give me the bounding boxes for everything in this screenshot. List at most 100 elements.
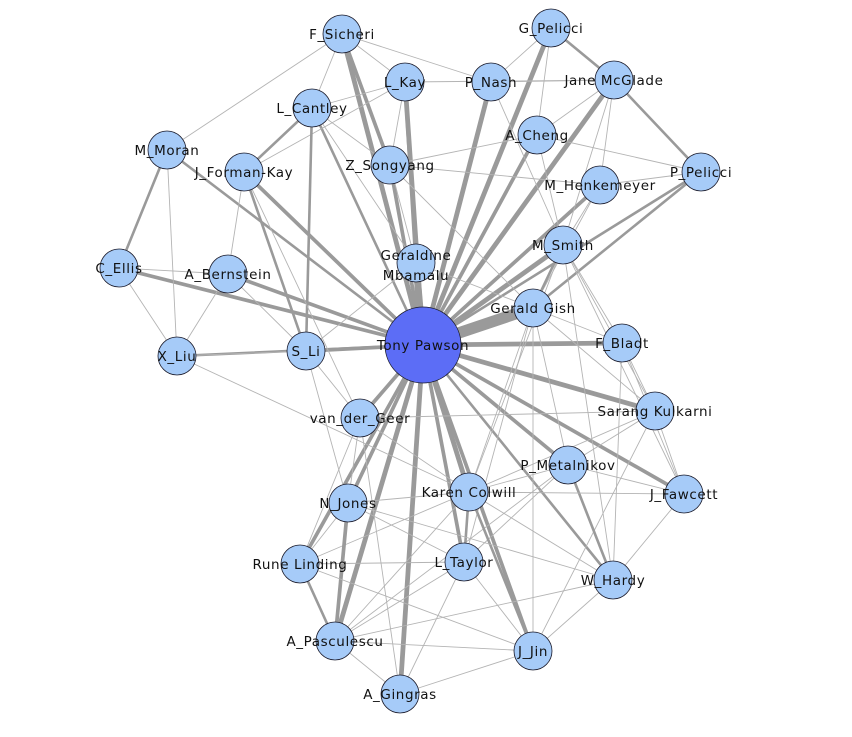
node-pmetalnikov[interactable]: P_Metalnikov bbox=[520, 445, 615, 485]
node-acheng[interactable]: A_Cheng bbox=[505, 115, 569, 155]
node-circle[interactable] bbox=[292, 88, 332, 128]
node-circle[interactable] bbox=[664, 474, 704, 514]
node-circle[interactable] bbox=[517, 115, 557, 155]
edge-fsicheri-pnash bbox=[341, 33, 492, 83]
node-label: L_Taylor bbox=[435, 555, 494, 571]
edge-tony-fsicheri bbox=[339, 31, 426, 348]
node-jjin[interactable]: J_Jin bbox=[513, 631, 553, 671]
edge-lcantley-geraldine bbox=[311, 107, 417, 264]
node-label: P_Metalnikov bbox=[520, 458, 615, 474]
node-circle[interactable] bbox=[471, 62, 511, 102]
edge-gerald-geraldine bbox=[415, 262, 534, 309]
node-circle[interactable] bbox=[513, 288, 553, 328]
node-circle[interactable] bbox=[543, 225, 583, 265]
node-circle[interactable] bbox=[580, 165, 620, 205]
node-circle[interactable] bbox=[384, 306, 462, 384]
node-gerald[interactable]: Gerald Gish bbox=[490, 288, 576, 328]
node-circle[interactable] bbox=[449, 472, 489, 512]
node-circle[interactable] bbox=[208, 254, 248, 294]
node-ltaylor[interactable]: L_Taylor bbox=[435, 542, 494, 582]
node-label: Rune Linding bbox=[253, 557, 348, 573]
edge-jformankay-sli bbox=[242, 170, 308, 353]
edge-msmith-pnash bbox=[490, 81, 564, 246]
node-cellis[interactable]: C_Ellis bbox=[95, 248, 142, 288]
edge-tony-jane bbox=[420, 77, 617, 348]
node-circle[interactable] bbox=[157, 336, 197, 376]
node-apasculescu[interactable]: A_Pasculescu bbox=[286, 621, 383, 661]
node-circle[interactable] bbox=[147, 130, 187, 170]
edge-mhenkemeyer-zsongyang bbox=[389, 164, 601, 186]
node-pnash[interactable]: P_Nash bbox=[465, 62, 517, 102]
edge-pmetalnikov-ltaylor bbox=[463, 464, 569, 563]
node-abernstein[interactable]: A_Bernstein bbox=[185, 254, 272, 294]
node-rune[interactable]: Rune Linding bbox=[253, 544, 348, 584]
node-ppelicci[interactable]: P_Pelicci bbox=[670, 152, 732, 192]
node-label: L_Cantley bbox=[276, 101, 347, 117]
node-label: A_Cheng bbox=[505, 128, 569, 144]
edge-pmetalnikov-whardy bbox=[566, 463, 615, 582]
edge-sli-geraldine bbox=[305, 262, 417, 352]
node-circle[interactable] bbox=[380, 674, 420, 714]
node-circle[interactable] bbox=[340, 398, 380, 438]
node-label: J_Fawcett bbox=[649, 487, 718, 503]
node-mhenkemeyer[interactable]: M_Henkemeyer bbox=[544, 165, 656, 205]
node-label: C_Ellis bbox=[95, 261, 142, 277]
node-lkay[interactable]: L_Kay bbox=[384, 62, 426, 102]
node-msmith[interactable]: M_Smith bbox=[532, 225, 594, 265]
node-zsongyang[interactable]: Z_Songyang bbox=[345, 145, 434, 185]
node-sli[interactable]: S_Li bbox=[286, 331, 326, 371]
node-label: A_Pasculescu bbox=[286, 634, 383, 650]
node-circle[interactable] bbox=[635, 391, 675, 431]
node-circle[interactable] bbox=[531, 8, 571, 48]
node-sarang[interactable]: Sarang Kulkarni bbox=[597, 391, 712, 431]
edge-njones-whardy bbox=[347, 502, 614, 581]
edge-msmith-karen bbox=[468, 244, 564, 493]
edge-whardy-apasculescu bbox=[334, 579, 614, 642]
node-circle[interactable] bbox=[513, 631, 553, 671]
edge-gerald-ltaylor bbox=[463, 307, 534, 563]
node-label: van_der_Geer bbox=[310, 411, 411, 427]
node-label: Gerald Gish bbox=[490, 301, 576, 317]
edge-ltaylor-agingras bbox=[399, 561, 465, 695]
node-jformankay[interactable]: J_Forman-Kay bbox=[194, 152, 294, 192]
node-circle[interactable] bbox=[602, 323, 642, 363]
node-circle[interactable] bbox=[593, 560, 633, 600]
node-circle[interactable] bbox=[322, 14, 362, 54]
edge-fsicheri-zsongyang bbox=[340, 32, 392, 167]
node-circle[interactable] bbox=[681, 152, 721, 192]
node-circle[interactable] bbox=[224, 152, 264, 192]
node-circle[interactable] bbox=[548, 445, 588, 485]
node-label: M_Henkemeyer bbox=[544, 178, 656, 194]
node-xliu[interactable]: X_Liu bbox=[157, 336, 197, 376]
node-circle[interactable] bbox=[396, 243, 436, 283]
node-circle[interactable] bbox=[286, 331, 326, 371]
node-circle[interactable] bbox=[444, 542, 484, 582]
node-agingras[interactable]: A_Gingras bbox=[363, 674, 437, 714]
node-jane[interactable]: Jane McGlade bbox=[563, 60, 663, 100]
node-circle[interactable] bbox=[594, 60, 634, 100]
node-circle[interactable] bbox=[385, 62, 425, 102]
node-tony[interactable]: Tony Pawson bbox=[376, 306, 469, 384]
node-circle[interactable] bbox=[99, 248, 139, 288]
node-fsicheri[interactable]: F_Sicheri bbox=[309, 14, 375, 54]
node-label: W_Hardy bbox=[581, 573, 646, 589]
node-lcantley[interactable]: L_Cantley bbox=[276, 88, 347, 128]
node-label: A_Bernstein bbox=[185, 267, 272, 283]
node-circle[interactable] bbox=[315, 621, 355, 661]
node-label: Geraldine bbox=[381, 248, 452, 264]
node-gpelicci[interactable]: G_Pelicci bbox=[519, 8, 584, 48]
node-njones[interactable]: N_Jones bbox=[319, 483, 376, 523]
node-jfawcett[interactable]: J_Fawcett bbox=[649, 474, 718, 514]
node-mmoran[interactable]: M_Moran bbox=[135, 130, 200, 170]
node-fbladt[interactable]: F_Bladt bbox=[595, 323, 649, 363]
node-circle[interactable] bbox=[370, 145, 410, 185]
node-karen[interactable]: Karen Colwill bbox=[422, 472, 517, 512]
node-circle[interactable] bbox=[280, 544, 320, 584]
node-circle[interactable] bbox=[328, 483, 368, 523]
edge-gerald-pmetalnikov bbox=[532, 307, 569, 466]
node-whardy[interactable]: W_Hardy bbox=[581, 560, 646, 600]
edge-ppelicci-acheng bbox=[536, 134, 702, 173]
node-vandergeer[interactable]: van_der_Geer bbox=[310, 398, 411, 438]
